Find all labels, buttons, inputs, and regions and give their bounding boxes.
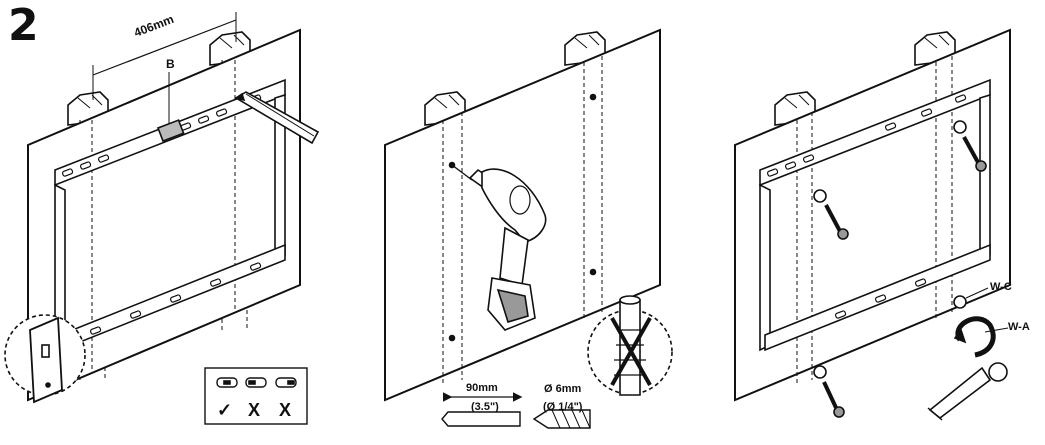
wall-plate-3 — [759, 78, 991, 352]
power-drill — [451, 164, 547, 331]
screw-label: W-A — [1008, 321, 1030, 333]
socket-wrench — [927, 316, 1008, 421]
detail-circle-no-plug — [587, 295, 673, 396]
wall-plate — [54, 78, 286, 352]
wall-panel — [27, 28, 301, 402]
diameter-metric-label: Ø 6mm — [544, 383, 582, 395]
pencil — [234, 91, 320, 145]
depth-imperial-label: (3.5") — [471, 401, 499, 413]
dimension-406 — [92, 12, 237, 100]
slot-check-no-2: X — [279, 400, 291, 420]
drill-bit-shank — [441, 411, 521, 427]
detail-circle-plate — [4, 314, 86, 404]
depth-metric-label: 90mm — [466, 382, 498, 394]
slot-check-ok: ✓ — [217, 400, 232, 420]
step-number: 2 — [8, 0, 39, 51]
panel-mount-plate — [734, 28, 1011, 421]
slot-check-no-1: X — [248, 400, 260, 420]
drill-bit — [532, 409, 591, 429]
washer-label: W-C — [990, 281, 1012, 293]
lag-screws — [813, 120, 1009, 418]
level-label: B — [166, 57, 175, 71]
bubble-level — [156, 119, 185, 143]
panel-drill-holes — [384, 28, 673, 429]
stud-spacing-label: 406mm — [132, 12, 176, 40]
panel-mark-holes — [4, 12, 320, 425]
wall-panel-3 — [734, 28, 1011, 402]
slot-check-box — [204, 367, 308, 425]
diameter-imperial-label: (Ø 1/4") — [543, 401, 583, 413]
